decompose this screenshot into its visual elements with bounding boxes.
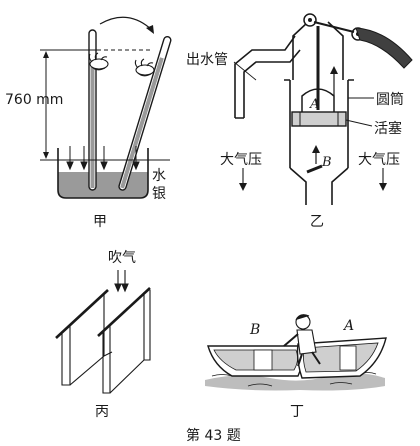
pump-handle	[355, 27, 413, 69]
valve-b-label: B	[321, 155, 332, 170]
pressure-arrows	[66, 146, 140, 171]
caption-bing: 丙	[95, 404, 109, 420]
atm-arrowhead-right	[379, 183, 387, 191]
atm-label-right: 大气压	[358, 152, 400, 168]
right-sheet	[102, 290, 151, 394]
water-ripples	[211, 372, 377, 387]
blow-label: 吹气	[108, 250, 136, 266]
vertical-tube-mercury	[90, 62, 95, 188]
boat-a-seat	[339, 345, 357, 371]
caption-yi: 乙	[310, 214, 324, 230]
piston-label: 活塞	[374, 120, 402, 137]
right-rod	[97, 287, 151, 337]
height-label: 760 mm	[5, 92, 63, 108]
atm-label-left: 大气压	[220, 152, 262, 168]
water-surface	[205, 373, 385, 391]
mercury-dish	[57, 148, 149, 199]
tilted-tube-mercury	[120, 57, 164, 189]
lower-pipe	[289, 167, 349, 205]
atm-arrowhead-left	[239, 183, 247, 191]
valve-a	[301, 88, 335, 112]
question-number: 第 43 题	[186, 427, 241, 444]
rotation-arrow	[99, 16, 153, 31]
piston	[291, 111, 347, 127]
valve-b-arrowhead	[312, 145, 320, 153]
mercury-dish-fill	[58, 172, 148, 198]
height-arrow-top	[43, 51, 49, 58]
person-legs	[297, 351, 321, 367]
leader-outlet	[233, 61, 257, 81]
mercury-label-2: 银	[152, 186, 166, 202]
flow-arrowhead	[330, 66, 338, 74]
hand-left	[88, 52, 109, 71]
panel-jia: 760 mm 水 银 甲	[5, 16, 172, 230]
panel-bing: 吹气 丙	[55, 250, 151, 420]
person-arm	[283, 333, 299, 347]
mercury-label-1: 水	[152, 168, 166, 184]
panel-ding: B A 丁	[205, 314, 387, 420]
cylinder-label: 圆筒	[376, 91, 404, 108]
height-arrow-bottom	[43, 152, 49, 159]
boat-a-label: A	[342, 318, 354, 334]
panel-yi: A B 出水管 圆筒 活塞 大气压 大气压 乙	[186, 13, 413, 230]
leader-piston	[345, 119, 373, 127]
handle-pivot-left-dot	[308, 18, 312, 22]
boat-b-label: B	[249, 322, 260, 338]
left-rod	[55, 289, 109, 339]
person	[283, 314, 321, 367]
hand-right	[134, 58, 155, 77]
caption-ding: 丁	[290, 404, 304, 420]
rotation-arrowhead	[146, 25, 154, 34]
valve-b	[306, 164, 323, 174]
person-hair	[295, 314, 310, 321]
outlet-label: 出水管	[186, 52, 228, 68]
cylinder	[284, 79, 354, 168]
right-sheet-edge	[109, 359, 145, 394]
valve-a-label: A	[309, 97, 319, 112]
handle-link	[313, 21, 355, 33]
blow-arrows	[114, 270, 129, 293]
person-body	[296, 329, 317, 355]
caption-jia: 甲	[93, 214, 107, 230]
boat-b-seat	[253, 349, 273, 371]
left-sheet-edge	[69, 355, 105, 386]
